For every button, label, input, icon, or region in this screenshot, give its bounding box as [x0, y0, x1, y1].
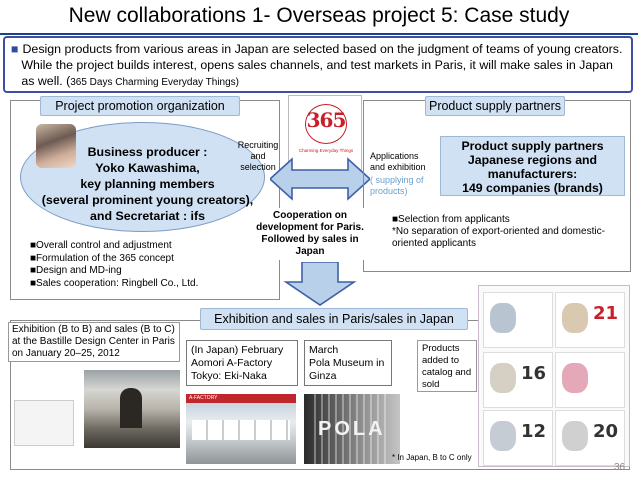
- selection-note: ■Selection from applicants *No separatio…: [392, 214, 622, 254]
- recruiting-text: Recruiting and selection: [237, 140, 279, 172]
- catalog-page: 12: [483, 410, 553, 466]
- list-item: ■Design and MD-ing: [30, 265, 122, 276]
- supply-partners-detail: Product supply partners Japanese regions…: [440, 136, 625, 196]
- down-arrow-icon: [283, 262, 357, 306]
- catalog-collage: 21 16 12 20: [478, 285, 630, 467]
- japan-february-box: (In Japan) February Aomori A-Factory Tok…: [186, 340, 298, 386]
- products-added-box: Products added to catalog and sold: [417, 340, 477, 392]
- pola-sign: POLA: [318, 418, 386, 440]
- intro-box: ■Design products from various areas in J…: [3, 36, 633, 93]
- producer-photo: [36, 124, 76, 168]
- catalog-page: 21: [555, 292, 625, 348]
- product-image: [490, 303, 516, 333]
- catalog-page: [555, 352, 625, 408]
- list-item: ■Overall control and adjustment: [30, 240, 172, 251]
- applications-text: Applications and exhibition: [370, 151, 426, 172]
- small-photo: [14, 400, 74, 446]
- afactory-photo: A-FACTORY: [186, 394, 296, 464]
- door-shape: [120, 388, 142, 428]
- supplying-text: ( supplying of products): [370, 175, 424, 196]
- bastille-photo: [84, 370, 180, 448]
- bullet-icon: ■: [11, 42, 19, 56]
- bastille-text: Exhibition (B to B) and sales (B to C) a…: [8, 322, 180, 362]
- intro-line-1: ■Design products from various areas in J…: [11, 42, 623, 56]
- slide-title: New collaborations 1- Overseas project 5…: [68, 4, 570, 27]
- product-image: [562, 421, 588, 451]
- promotion-task-list: ■Overall control and adjustment ■Formula…: [30, 240, 270, 290]
- catalog-page: [483, 292, 553, 348]
- catalog-page: 16: [483, 352, 553, 408]
- page-number: 36: [614, 462, 626, 473]
- cooperation-text: Cooperation on development for Paris. Fo…: [255, 208, 365, 260]
- exhibition-label: Exhibition and sales in Paris/sales in J…: [200, 308, 468, 330]
- footnote: * In Japan, B to C only: [392, 453, 472, 462]
- logo-ring-icon: [305, 104, 347, 144]
- supply-partners-label: Product supply partners: [425, 96, 565, 116]
- title-divider: [0, 33, 638, 35]
- catalog-page: 20: [555, 410, 625, 466]
- promotion-organization-label: Project promotion organization: [40, 96, 240, 116]
- intro-line-3: as well. (365 Days Charming Everyday Thi…: [21, 74, 239, 88]
- producer-text: Business producer : Yoko Kawashima, key …: [41, 145, 254, 223]
- pola-facade: [314, 394, 390, 464]
- list-item: ■Formulation of the 365 concept: [30, 252, 174, 264]
- afactory-banner: [186, 394, 296, 403]
- product-image: [490, 363, 516, 393]
- intro-line-2: While the project builds interest, opens…: [21, 58, 613, 72]
- list-item: ■Sales cooperation: Ringbell Co., Ltd.: [30, 277, 199, 289]
- product-image: [562, 363, 588, 393]
- double-arrow-icon: [270, 157, 370, 201]
- product-image: [562, 303, 588, 333]
- product-image: [490, 421, 516, 451]
- march-box: March Pola Museum in Ginza: [304, 340, 392, 386]
- producer-ellipse: [20, 122, 265, 232]
- afactory-roof: [192, 420, 290, 440]
- afactory-banner-text: A-FACTORY: [189, 395, 218, 401]
- pola-photo: POLA: [304, 394, 400, 464]
